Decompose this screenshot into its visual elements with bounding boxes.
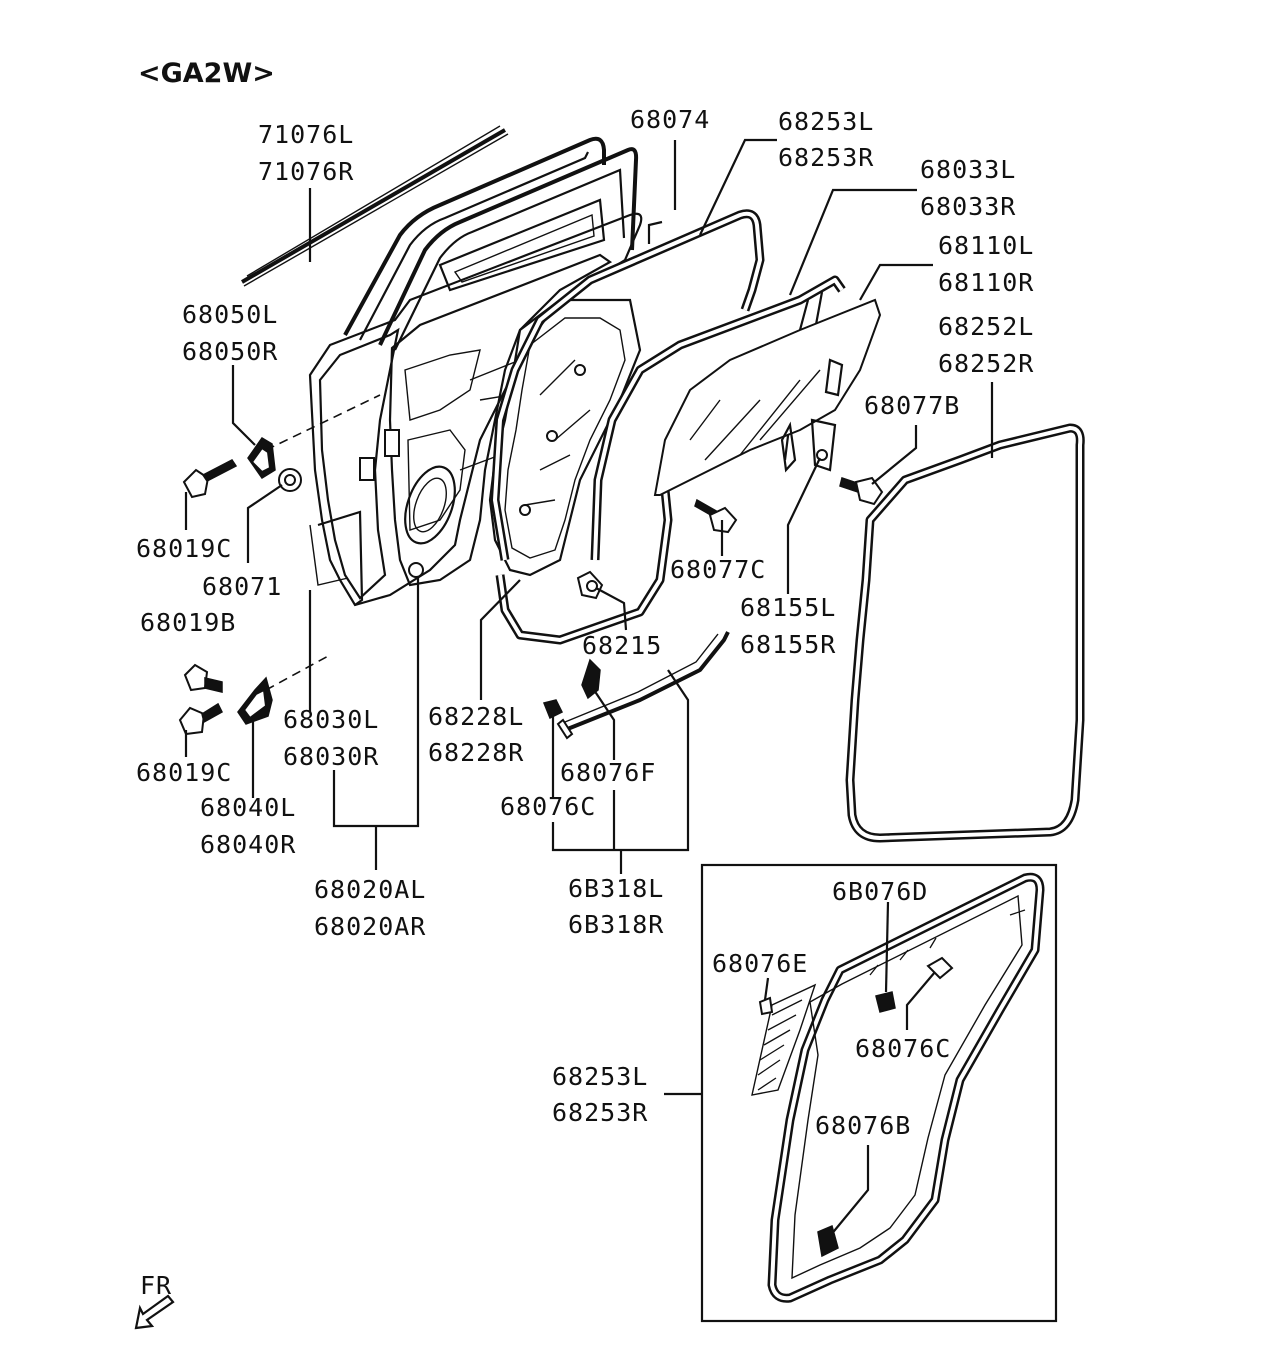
label-68040L: 68040L [200,793,296,822]
clip-68076C-main [542,699,564,720]
front-indicator-label: FR [140,1271,172,1300]
label-68215: 68215 [582,631,662,660]
label-68020AL: 68020AL [314,875,426,904]
label-68110L: 68110L [938,231,1034,260]
clip-68076F [581,658,601,700]
label-68252R: 68252R [938,349,1034,378]
label-68077B: 68077B [864,391,960,420]
door-moulding-71076 [240,125,509,287]
label-68076E: 68076E [712,949,808,978]
bolt-68019C-upper [182,459,238,499]
label-71076R: 71076R [258,157,354,186]
door-glass-68033 [653,298,882,496]
label-68076F: 68076F [560,758,656,787]
label-68253L-top: 68253L [778,107,874,136]
label-68155L: 68155L [740,593,836,622]
label-68155R: 68155R [740,630,836,659]
label-68019C-bottom: 68019C [136,758,232,787]
bolt-68019C-lower [178,702,223,736]
body-side-weatherstrip-68252 [845,423,1085,843]
label-68050L: 68050L [182,300,278,329]
hinge-axis-upper [265,394,381,451]
label-68040R: 68040R [200,830,296,859]
label-68228L: 68228L [428,702,524,731]
door-weatherstrip-68253 [490,209,765,645]
label-68076C-inset: 68076C [855,1034,951,1063]
label-68253L-inset: 68253L [552,1062,648,1091]
label-6B318R: 6B318R [568,910,664,939]
label-68071: 68071 [202,572,282,601]
upper-hinge-68050 [247,436,276,480]
nut-68071 [278,468,302,492]
label-68030R: 68030R [283,742,379,771]
label-68253R-top: 68253R [778,143,874,172]
label-68253R-inset: 68253R [552,1098,648,1127]
hinge-axis-lower [265,654,331,691]
label-68020AR: 68020AR [314,912,426,941]
label-71076L: 71076L [258,120,354,149]
bolt-68077B [839,476,884,506]
label-68077C: 68077C [670,555,766,584]
door-belt-weatherstrip-6B318 [556,631,730,740]
bolt-68077C [694,498,738,534]
label-6B076D: 6B076D [832,877,928,906]
label-68074: 68074 [630,105,710,134]
label-68019C-top: 68019C [136,534,232,563]
inset-detail-box [664,863,1058,1323]
label-68050R: 68050R [182,337,278,366]
label-68076C-main: 68076C [500,792,596,821]
part-number-labels: 71076L 71076R 68074 68253L 68253R 68033L… [136,105,1034,1140]
label-68110R: 68110R [938,268,1034,297]
door-panel-assembly [308,212,643,607]
label-68228R: 68228R [428,738,524,767]
label-68033L: 68033L [920,155,1016,184]
label-68019B: 68019B [140,608,236,637]
window-channel-68155 [780,418,837,473]
label-6B318L: 6B318L [568,874,664,903]
bolt-68019B [183,663,223,693]
front-direction-arrow-icon [134,1294,175,1330]
leader-lines [184,138,994,874]
lower-hinge-68040 [237,676,273,725]
label-68033R: 68033R [920,192,1016,221]
door-inner-panel-68228 [488,298,642,577]
door-check-bumper-68215 [576,570,604,600]
model-code-title: <GA2W> [138,58,275,89]
label-68076B: 68076B [815,1111,911,1140]
door-sash-frame [343,136,639,351]
label-68030L: 68030L [283,705,379,734]
label-68252L: 68252L [938,312,1034,341]
